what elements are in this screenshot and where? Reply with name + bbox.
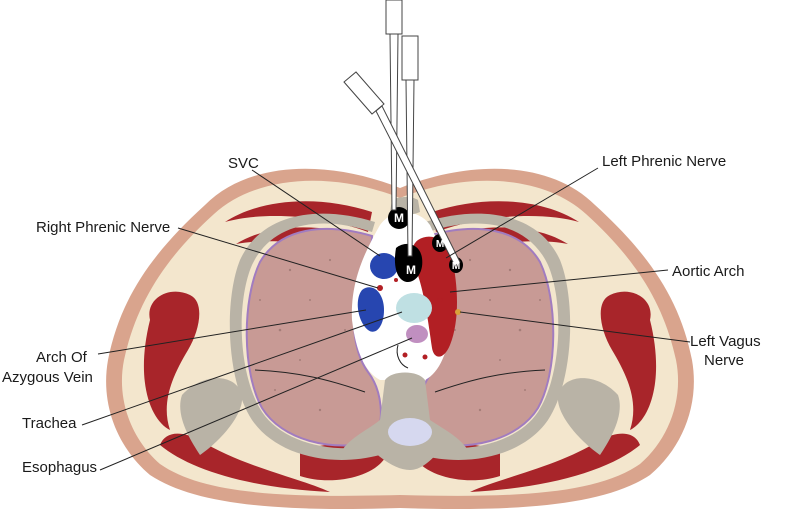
label-left-vagus-line2: Nerve: [704, 352, 744, 369]
vessel-dot-3: [437, 297, 443, 303]
vessel-dot-1: [402, 352, 408, 358]
leader-aortic-arch: [449, 269, 669, 293]
label-svc: SVC: [228, 155, 259, 172]
right-lung-fissure: [254, 369, 366, 393]
leader-left-vagus: [459, 311, 691, 343]
label-esophagus: Esophagus: [22, 459, 97, 476]
leader-right-phrenic: [177, 227, 379, 289]
vessel-dot-4: [394, 278, 398, 282]
leader-esophagus: [99, 337, 413, 471]
aortic-arch-vessel: [412, 236, 457, 357]
left-vagus-nerve-dot: [455, 309, 461, 315]
leader-trachea: [81, 311, 403, 426]
leader-left-phrenic: [445, 167, 599, 259]
marker-m-top: M: [394, 211, 404, 225]
label-right-phrenic-nerve: Right Phrenic Nerve: [36, 219, 170, 236]
right-scapula: [180, 378, 243, 455]
marker-m-left-1: M: [436, 239, 444, 250]
leader-arch-azygous: [97, 309, 367, 355]
leader-svc: [251, 169, 381, 257]
left-lung-fissure: [434, 369, 546, 393]
svc-vessel: [370, 253, 398, 279]
vessel-dot-2: [422, 354, 428, 360]
left-lateral-muscle: [600, 291, 657, 430]
label-left-phrenic-nerve: Left Phrenic Nerve: [602, 153, 726, 170]
lymph-node-main: [394, 243, 423, 282]
right-phrenic-nerve-dot: [377, 285, 383, 291]
left-chest-wall-muscle: [432, 201, 579, 232]
marker-m-main: M: [406, 263, 416, 277]
vertebral-body: [388, 418, 432, 446]
label-trachea: Trachea: [22, 415, 77, 432]
right-lateral-muscle: [143, 291, 200, 430]
instrument-angled: [343, 71, 461, 267]
marker-m-left-2: M: [452, 261, 460, 272]
label-left-vagus-line1: Left Vagus: [690, 333, 761, 350]
lung-texture: [259, 258, 541, 412]
label-aortic-arch: Aortic Arch: [672, 263, 745, 280]
trachea-structure: [396, 293, 432, 323]
left-scapula: [557, 378, 620, 455]
label-arch-azygous-line2: Azygous Vein: [2, 369, 93, 386]
instrument-vertical-left: [385, 0, 403, 211]
esophagus-structure: [406, 325, 428, 343]
lymph-node-top: [388, 207, 410, 229]
label-arch-azygous-line1: Arch Of: [36, 349, 88, 366]
right-pleura-line: [396, 344, 409, 369]
